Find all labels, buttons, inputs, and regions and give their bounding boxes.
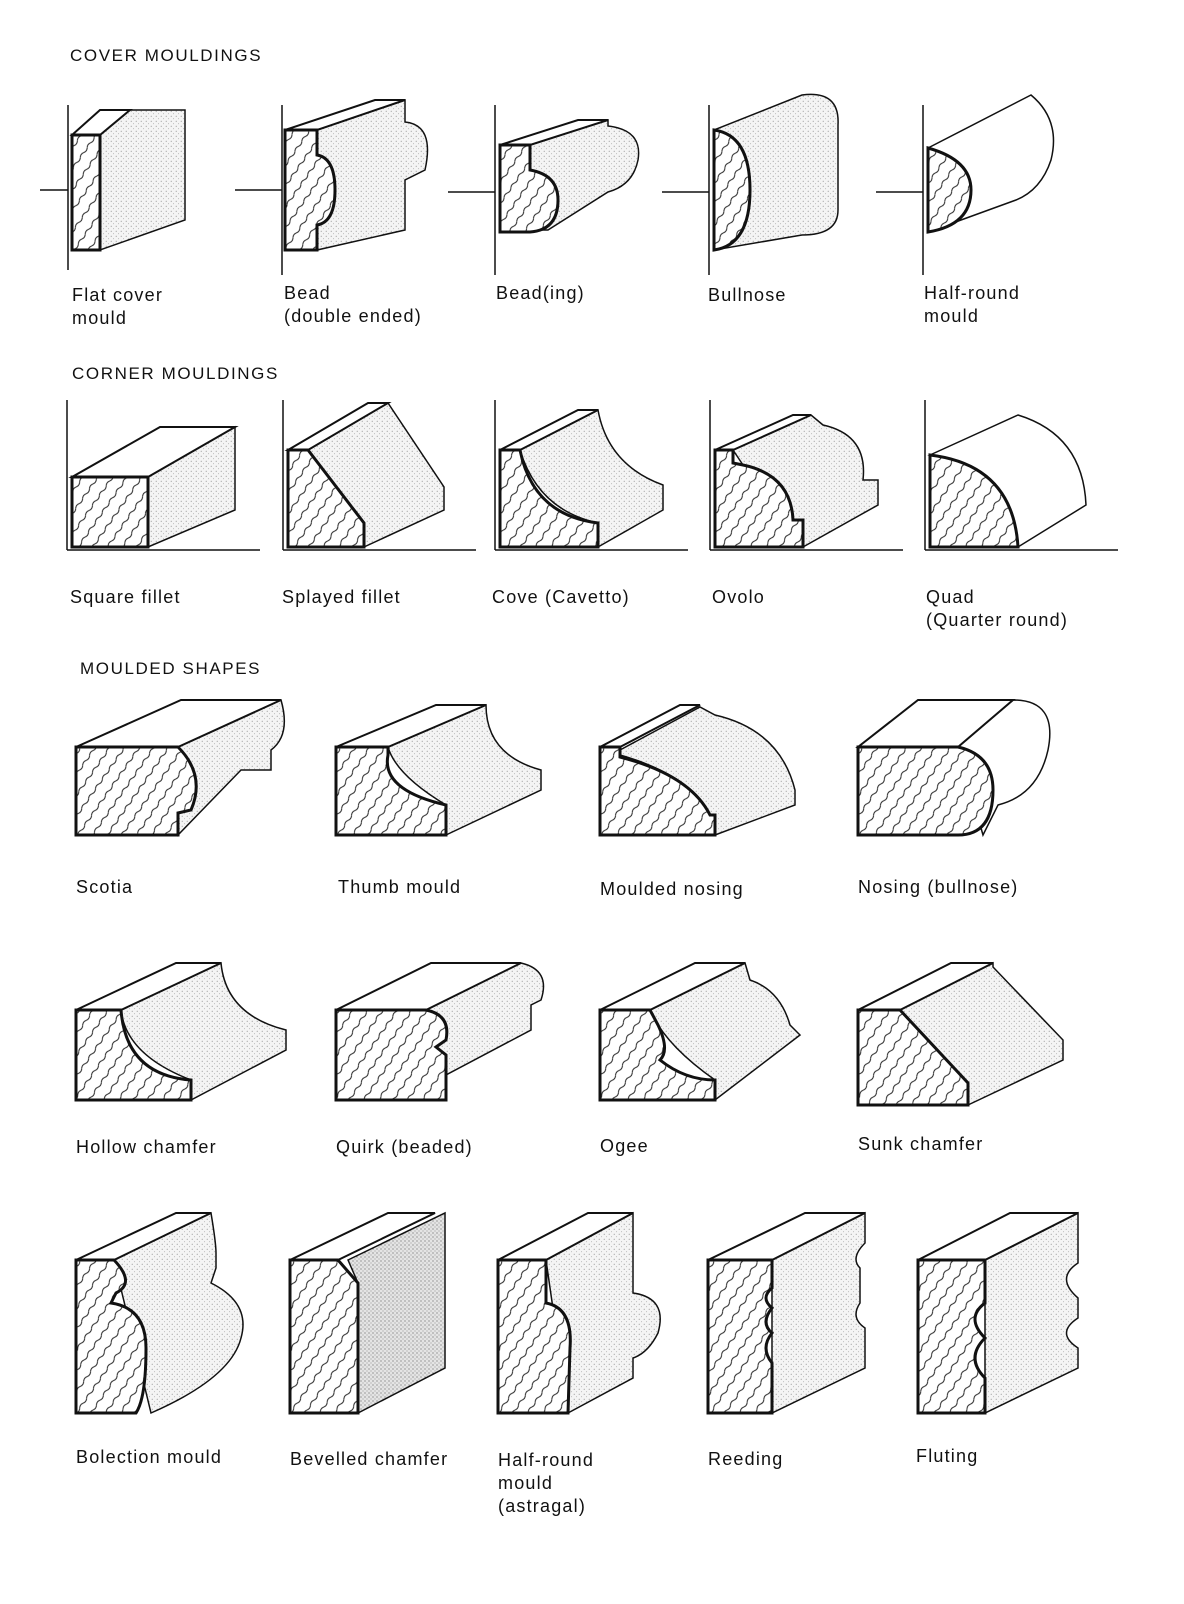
bolection-mould-drawing [74, 1211, 244, 1415]
label-ovolo: Ovolo [712, 587, 766, 607]
label-sunk-chamfer: Sunk chamfer [858, 1134, 984, 1154]
sunk-chamfer-drawing [856, 961, 1064, 1107]
splayed-fillet-drawing [282, 400, 476, 551]
half-round-mould-astragal-drawing [496, 1211, 661, 1415]
reeding-drawing [706, 1211, 866, 1415]
label-quad-quarter-round: Quad(Quarter round) [926, 587, 1069, 630]
label-scotia: Scotia [76, 877, 134, 897]
bead-double-ended-drawing [235, 98, 429, 275]
flat-cover-mould-drawing [40, 105, 186, 270]
fluting-drawing [916, 1211, 1079, 1415]
label-nosing-bullnose: Nosing (bullnose) [858, 877, 1019, 897]
label-splayed-fillet: Splayed fillet [282, 587, 401, 607]
label-bolection-mould: Bolection mould [76, 1447, 223, 1467]
label-beading: Bead(ing) [496, 283, 585, 303]
bullnose-drawing [662, 93, 839, 275]
label-fluting: Fluting [916, 1446, 979, 1466]
label-ogee: Ogee [600, 1136, 649, 1156]
thumb-mould-drawing [334, 703, 542, 837]
square-fillet-drawing [66, 400, 260, 551]
bevelled-chamfer-drawing [288, 1211, 446, 1415]
cove-cavetto-drawing [494, 400, 688, 551]
label-thumb-mould: Thumb mould [338, 877, 462, 897]
half-round-mould-drawing [876, 94, 1055, 275]
quad-quarter-round-drawing [924, 400, 1118, 551]
section-heading-corner: CORNER MOULDINGS [72, 364, 279, 383]
label-cove-cavetto: Cove (Cavetto) [492, 587, 630, 607]
label-quirk-beaded: Quirk (beaded) [336, 1137, 473, 1157]
section-heading-moulded: MOULDED SHAPES [80, 659, 262, 678]
ogee-drawing [598, 961, 802, 1102]
label-bead-double-ended: Bead(double ended) [284, 283, 422, 326]
label-reeding: Reeding [708, 1449, 784, 1469]
label-bevelled-chamfer: Bevelled chamfer [290, 1449, 449, 1469]
nosing-bullnose-drawing [855, 699, 1051, 838]
label-bullnose: Bullnose [708, 285, 787, 305]
label-moulded-nosing: Moulded nosing [600, 879, 744, 899]
section-heading-cover: COVER MOULDINGS [70, 46, 263, 65]
label-hollow-chamfer: Hollow chamfer [76, 1137, 217, 1157]
quirk-beaded-drawing [334, 962, 545, 1102]
scotia-drawing [74, 698, 286, 837]
label-square-fillet: Square fillet [70, 587, 181, 607]
hollow-chamfer-drawing [74, 961, 287, 1102]
beading-drawing [448, 105, 640, 275]
ovolo-drawing [709, 400, 903, 551]
moulded-nosing-drawing [598, 704, 796, 837]
